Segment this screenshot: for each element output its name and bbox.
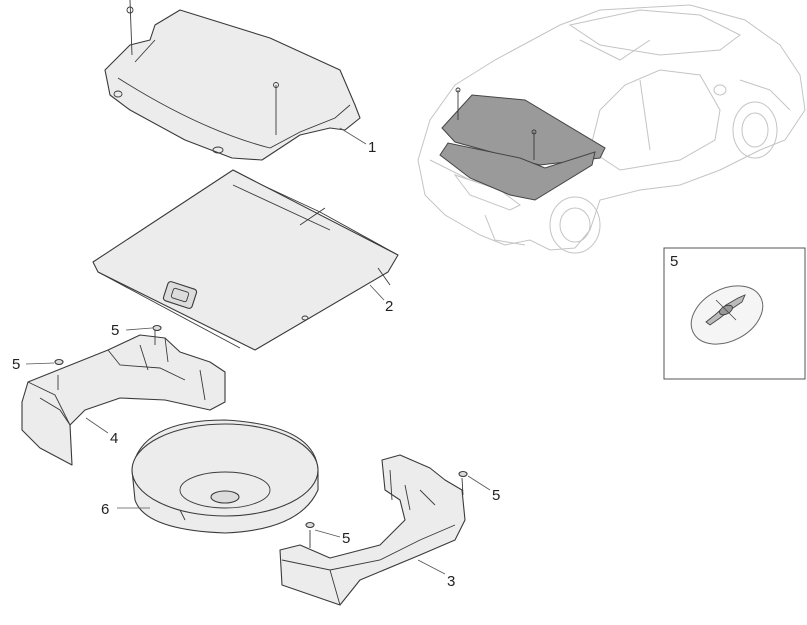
inset-detail-box bbox=[663, 247, 806, 380]
screw-left-top bbox=[152, 324, 162, 332]
screw-detail-icon bbox=[690, 285, 764, 345]
callout-4: 4 bbox=[110, 430, 118, 447]
tonneau-cover bbox=[104, 0, 361, 161]
vehicle-overview bbox=[417, 4, 806, 254]
callout-5-inset: 5 bbox=[670, 253, 678, 270]
leader-2 bbox=[369, 284, 385, 301]
callout-5-right-bottom: 5 bbox=[342, 530, 350, 547]
leader-4 bbox=[85, 417, 109, 434]
spare-tire-cover bbox=[131, 419, 319, 534]
luggage-board bbox=[92, 169, 399, 351]
callout-2: 2 bbox=[385, 298, 393, 315]
screw-right-top bbox=[458, 470, 468, 478]
callout-5-left-side: 5 bbox=[12, 356, 20, 373]
callout-3: 3 bbox=[447, 573, 455, 590]
leader-1 bbox=[339, 127, 367, 145]
callout-5-left-top: 5 bbox=[111, 322, 119, 339]
screw-right-bottom bbox=[305, 521, 315, 529]
tray-left bbox=[21, 330, 226, 466]
callout-1: 1 bbox=[368, 139, 376, 156]
screw-left-side bbox=[54, 358, 64, 366]
tray-right bbox=[279, 454, 466, 606]
callout-5-right-top: 5 bbox=[492, 487, 500, 504]
leader-3 bbox=[417, 559, 446, 575]
vehicle-trunk-highlight bbox=[439, 87, 606, 201]
callout-6: 6 bbox=[101, 501, 109, 518]
